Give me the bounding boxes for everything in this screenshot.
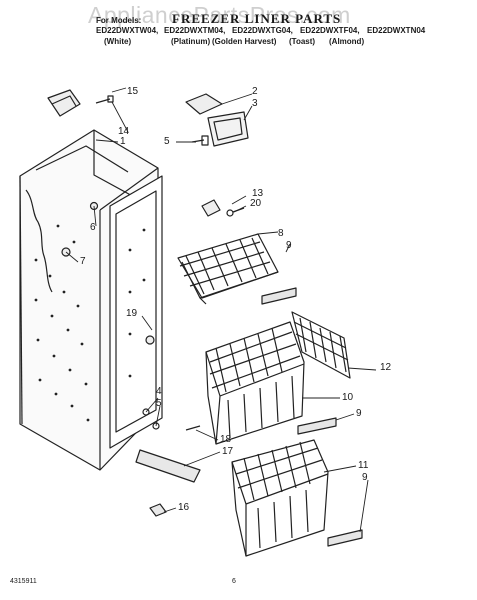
color-almond: (Almond) [329, 37, 365, 46]
callout-4: 4 [156, 386, 162, 397]
model-4: ED22DWXTN04 [367, 26, 426, 35]
callout-9-middle: 9 [356, 408, 362, 419]
callout-16: 16 [178, 502, 190, 513]
color-toast: (Toast) [289, 37, 316, 46]
hinge-bracket [47, 89, 114, 117]
watermark: AppliancePartsPros.com [88, 2, 351, 28]
diagram-title: FREEZER LINER PARTS [172, 11, 342, 26]
liner-fasteners [61, 201, 201, 431]
callout-leaders [65, 87, 377, 533]
page-number: 6 [232, 578, 236, 585]
color-platinum: (Platinum) [171, 37, 211, 46]
callout-19: 19 [126, 308, 138, 319]
callout-17: 17 [222, 446, 234, 457]
model-3: ED22DWXTF04, [300, 26, 360, 35]
callout-9-lower: 9 [362, 472, 368, 483]
lower-wire-basket [231, 439, 363, 557]
callout-15: 15 [127, 86, 139, 97]
callout-11: 11 [358, 460, 369, 471]
color-white: (White) [104, 37, 132, 46]
callout-5-top: 5 [164, 136, 170, 147]
callout-20: 20 [250, 198, 262, 209]
wire-rack [291, 311, 351, 379]
part-number: 4315911 [10, 578, 37, 585]
models-label: For Models: [96, 16, 142, 25]
callout-7: 7 [80, 256, 86, 267]
callout-12: 12 [380, 362, 392, 373]
callout-14: 14 [118, 126, 130, 137]
model-1: ED22DWXTM04, [164, 26, 226, 35]
callout-18: 18 [220, 434, 232, 445]
callout-8: 8 [278, 228, 284, 239]
model-0: ED22DWXTW04, [96, 26, 159, 35]
callout-1: 1 [120, 136, 126, 147]
color-golden-harvest: (Golden Harvest) [212, 37, 277, 46]
callout-10: 10 [342, 392, 354, 403]
callout-13: 13 [252, 188, 264, 199]
callout-5-lower: 5 [156, 398, 162, 409]
model-2: ED22DWXTG04, [232, 26, 293, 35]
callout-6: 6 [90, 222, 96, 233]
callout-9-upper: 9 [286, 240, 292, 251]
callout-3: 3 [252, 98, 258, 109]
freezer-liner [19, 129, 163, 471]
small-bracket-parts [201, 199, 245, 217]
bottom-rail [135, 449, 201, 517]
middle-wire-basket [205, 321, 337, 445]
upper-wire-basket [177, 233, 297, 305]
top-light-shield [185, 93, 249, 147]
callout-2: 2 [252, 86, 258, 97]
